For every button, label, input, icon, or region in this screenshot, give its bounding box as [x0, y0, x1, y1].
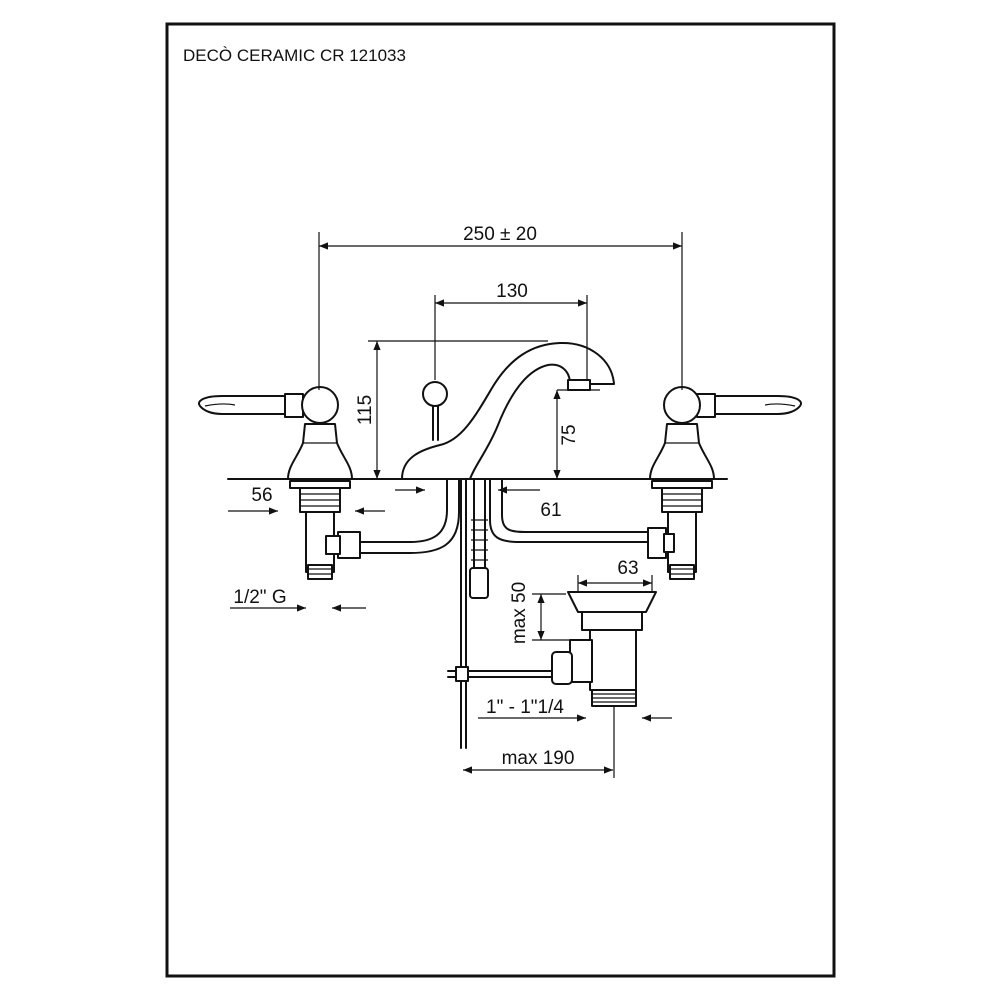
- dim-waste-thread: 1" - 1"1/4: [486, 697, 564, 718]
- dim-spout-height: 75: [559, 424, 580, 445]
- dim-height: 115: [355, 395, 376, 425]
- dim-right-offset: 61: [540, 500, 561, 521]
- dim-centers: 250 ± 20: [463, 224, 537, 245]
- drawing-frame: [165, 22, 836, 978]
- product-title: DECÒ CERAMIC CR 121033: [183, 46, 406, 65]
- drain-rod: [447, 478, 553, 749]
- spout: [401, 341, 615, 480]
- dim-thread: 1/2" G: [233, 587, 286, 608]
- dim-spout-reach: 130: [496, 281, 528, 302]
- waste-assembly: [551, 591, 657, 707]
- right-valve: [649, 386, 802, 580]
- dim-waste-height: max 50: [509, 582, 530, 644]
- dim-waste-length: max 190: [502, 748, 575, 769]
- hoses: [325, 479, 675, 559]
- left-valve: [198, 386, 353, 580]
- dim-waste-diameter: 63: [617, 558, 638, 579]
- dim-left-offset: 56: [251, 485, 272, 506]
